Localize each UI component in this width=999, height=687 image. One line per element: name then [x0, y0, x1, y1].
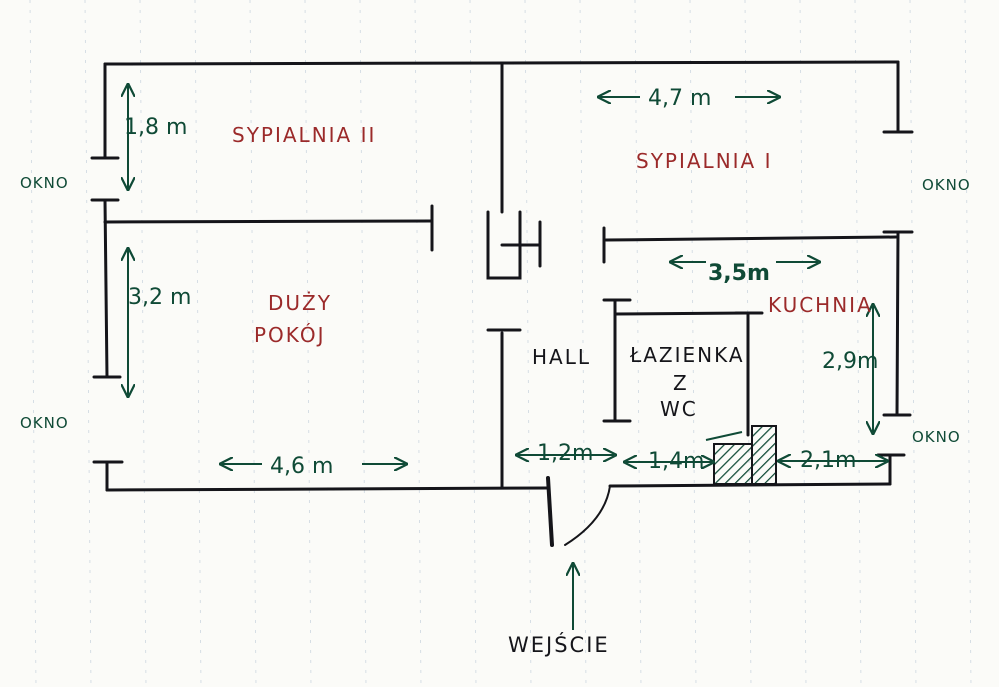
label-sypialnia-2: SYPIALNIA II	[232, 123, 376, 147]
dim-kuchnia-width: 3,5m	[708, 261, 770, 286]
wall-bedroom-divider	[103, 219, 434, 224]
label-lazienka-2: Z	[673, 371, 689, 395]
wall-bath-top	[613, 311, 750, 316]
grid-line	[689, 0, 697, 687]
grid-line	[84, 0, 92, 687]
dim-hall-width: 1,2m	[537, 441, 593, 466]
utility-block	[705, 425, 777, 485]
wall-left-middle	[103, 198, 109, 379]
entrance-door-jamb	[546, 476, 554, 547]
grid-line	[524, 0, 532, 687]
walls	[90, 60, 914, 547]
window-labels: OKNO OKNO OKNO OKNO	[20, 174, 971, 446]
grid-line	[469, 0, 477, 687]
room-labels-dark: HALL ŁAZIENKA Z WC	[532, 343, 745, 421]
label-lazienka-3: WC	[660, 397, 698, 421]
label-sypialnia-1: SYPIALNIA I	[636, 149, 773, 173]
grid-line	[909, 0, 917, 687]
grid-line	[579, 0, 587, 687]
grid-line	[359, 0, 367, 687]
wall-kitchen-top	[604, 235, 898, 242]
dimension-lines	[128, 86, 886, 630]
label-entrance: WEJŚCIE	[508, 632, 610, 657]
dimension-labels: 1,8 m 4,7 m 3,2 m 4,6 m 3,5m 2,9m 1,2m 1…	[124, 86, 878, 479]
dim-duzy-pokoj-width: 4,6 m	[270, 454, 333, 479]
okno-left-upper: OKNO	[20, 174, 69, 192]
dim-kuchnia-bottom: 2,1m	[800, 448, 856, 473]
dim-sypialnia-1-width: 4,7 m	[648, 86, 711, 111]
grid-line	[414, 0, 422, 687]
label-duzy-pokoj-2: POKÓJ	[254, 323, 325, 347]
grid-line	[249, 0, 257, 687]
grid-line	[29, 0, 37, 687]
wall-right-middle	[895, 230, 900, 417]
label-lazienka-1: ŁAZIENKA	[629, 343, 745, 367]
grid-line	[634, 0, 642, 687]
grid-line	[304, 0, 312, 687]
grid-line	[139, 0, 147, 687]
grid-line	[194, 0, 202, 687]
label-kuchnia: KUCHNIA	[768, 293, 873, 317]
okno-right-upper: OKNO	[922, 176, 971, 194]
room-labels: SYPIALNIA II SYPIALNIA I DUŻY POKÓJ KUCH…	[232, 123, 873, 347]
dim-duzy-pokoj-depth: 3,2 m	[128, 285, 191, 310]
dim-lazienka-width: 1,4m	[648, 449, 704, 474]
okno-right-lower: OKNO	[912, 428, 961, 446]
entrance-door-swing	[564, 485, 611, 546]
grid-line	[799, 0, 807, 687]
wall-bottom-left	[105, 486, 550, 492]
grid-line	[854, 0, 862, 687]
label-hall: HALL	[532, 345, 591, 369]
label-duzy-pokoj-1: DUŻY	[268, 291, 332, 315]
grid-line	[964, 0, 972, 687]
okno-left-lower: OKNO	[20, 414, 69, 432]
dim-sypialnia-2-depth: 1,8 m	[124, 115, 187, 140]
grid-line	[744, 0, 752, 687]
dim-kuchnia-depth: 2,9m	[822, 349, 878, 374]
notebook-grid	[29, 0, 972, 687]
